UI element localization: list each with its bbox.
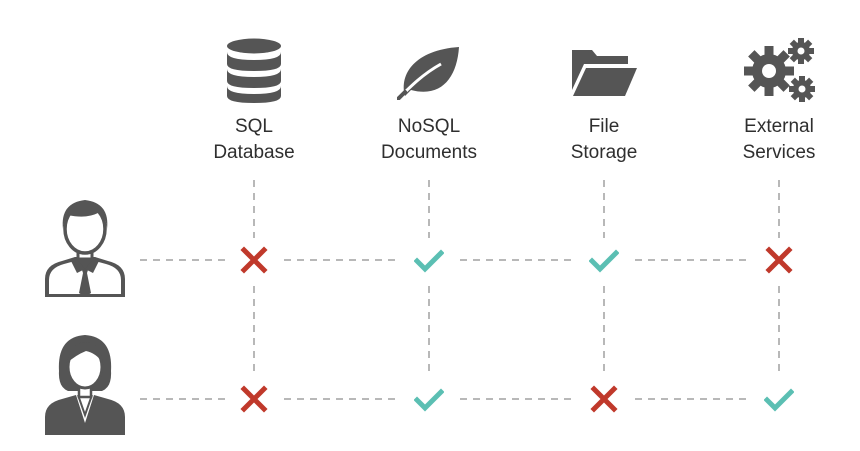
cross-icon xyxy=(239,384,269,414)
female-user-icon xyxy=(42,331,128,437)
folder-icon xyxy=(570,46,638,98)
cross-icon xyxy=(239,245,269,275)
male-user-icon xyxy=(42,195,128,299)
check-icon xyxy=(589,245,619,275)
check-icon xyxy=(414,245,444,275)
cross-icon xyxy=(589,384,619,414)
database-icon xyxy=(226,38,282,104)
check-icon xyxy=(414,384,444,414)
gears-icon xyxy=(744,38,816,104)
cross-icon xyxy=(764,245,794,275)
leaf-icon xyxy=(397,44,463,100)
check-icon xyxy=(764,384,794,414)
